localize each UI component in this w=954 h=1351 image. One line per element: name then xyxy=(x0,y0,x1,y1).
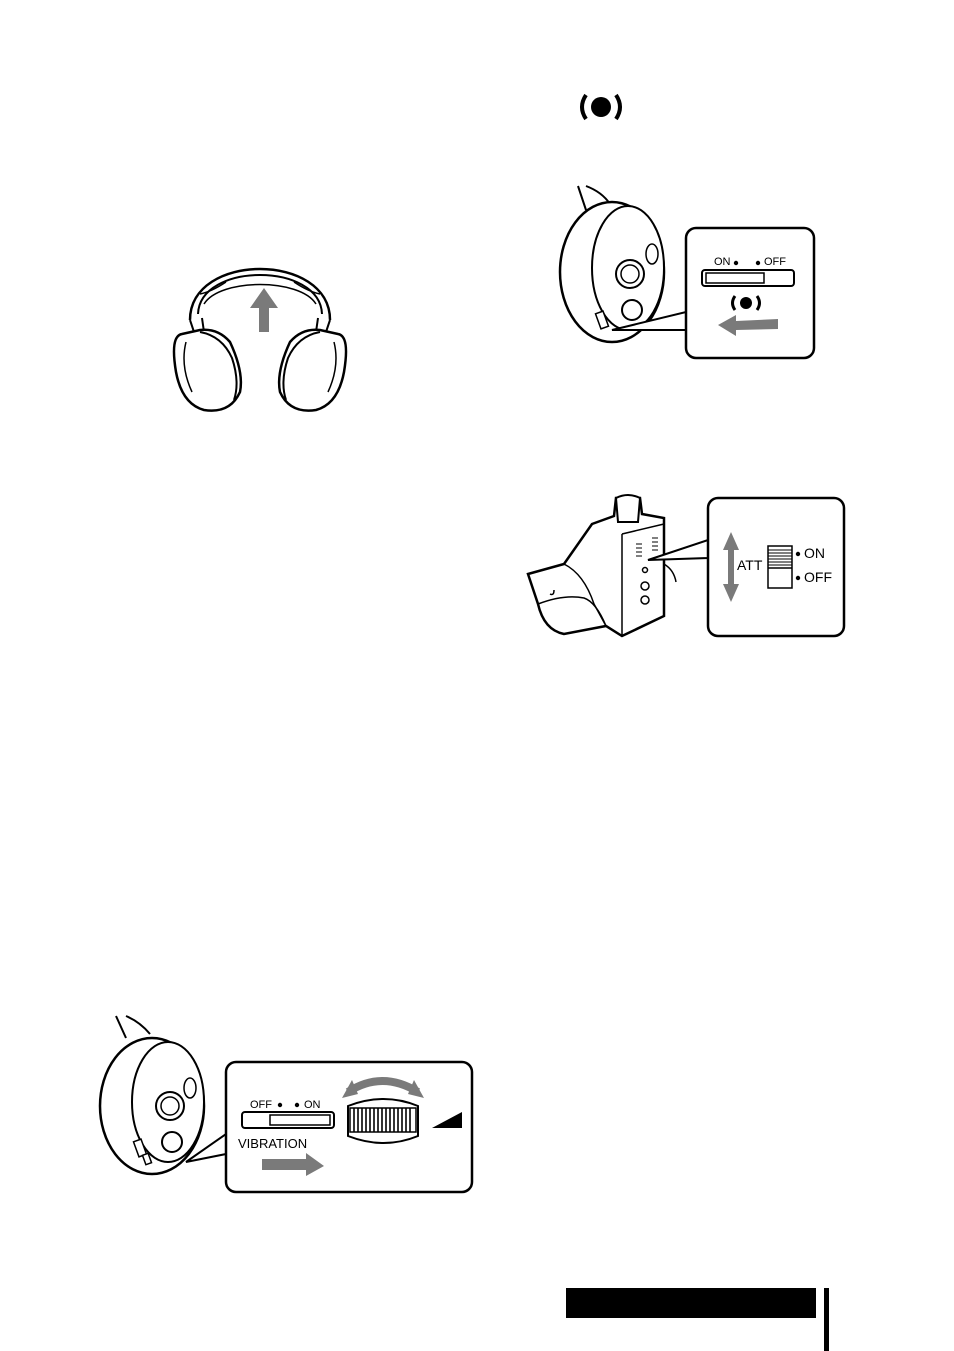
headphones-headband-icon xyxy=(160,232,360,414)
transmitter-att-illustration xyxy=(524,494,848,644)
att-option-off: OFF xyxy=(804,569,832,585)
vibration-switch-label-off: OFF xyxy=(250,1099,272,1111)
vibration-switch-illustration xyxy=(552,182,822,362)
att-label: ATT xyxy=(737,557,762,573)
section-tab xyxy=(566,1288,816,1318)
switch-label-on: ON xyxy=(714,256,731,268)
vibration-caption: VIBRATION xyxy=(238,1136,307,1151)
switch-label-off: OFF xyxy=(764,256,786,268)
page-edge-marker xyxy=(824,1288,829,1351)
vibration-symbol-icon xyxy=(576,92,626,122)
vibration-level-illustration xyxy=(96,1014,476,1198)
vibration-switch-label-on: ON xyxy=(304,1099,321,1111)
att-option-on: ON xyxy=(804,545,825,561)
